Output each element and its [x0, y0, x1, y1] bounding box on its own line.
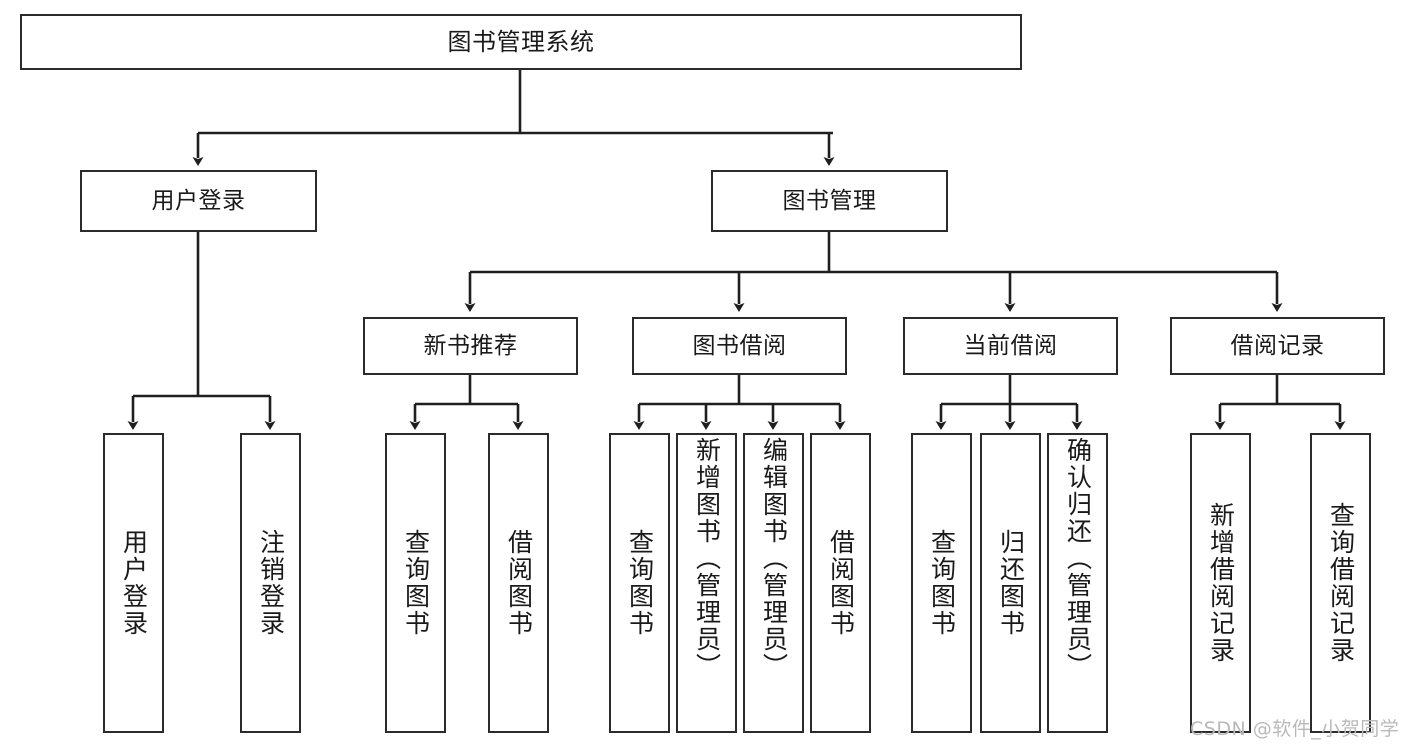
node-leaf-add-book-label: 新增图书（管理员） — [692, 437, 722, 680]
node-leaf-user-logout[interactable]: 注销登录 — [240, 433, 301, 733]
node-leaf-query-book-3[interactable]: 查询图书 — [911, 433, 972, 733]
node-leaf-query-book-1-label: 查询图书 — [401, 529, 431, 637]
node-new-book-recommend[interactable]: 新书推荐 — [363, 317, 578, 375]
node-leaf-return-book-label: 归还图书 — [996, 529, 1026, 637]
node-leaf-query-record-label: 查询借阅记录 — [1326, 502, 1356, 664]
node-leaf-add-record[interactable]: 新增借阅记录 — [1190, 433, 1251, 733]
node-leaf-edit-book[interactable]: 编辑图书（管理员） — [743, 433, 804, 733]
node-leaf-borrow-book-1-label: 借阅图书 — [504, 529, 534, 637]
node-leaf-borrow-book-2[interactable]: 借阅图书 — [810, 433, 871, 733]
node-leaf-add-book[interactable]: 新增图书（管理员） — [676, 433, 737, 733]
node-leaf-query-record[interactable]: 查询借阅记录 — [1310, 433, 1371, 733]
node-leaf-query-book-2[interactable]: 查询图书 — [609, 433, 670, 733]
node-root-label: 图书管理系统 — [447, 28, 595, 56]
node-leaf-add-record-label: 新增借阅记录 — [1206, 502, 1236, 664]
node-user-login-label: 用户登录 — [151, 187, 246, 214]
node-leaf-edit-book-label: 编辑图书（管理员） — [759, 437, 789, 680]
node-leaf-query-book-3-label: 查询图书 — [927, 529, 957, 637]
node-borrow-record-label: 借阅记录 — [1230, 332, 1325, 359]
node-leaf-user-logout-label: 注销登录 — [256, 529, 286, 637]
node-borrow-record[interactable]: 借阅记录 — [1170, 317, 1385, 375]
node-leaf-borrow-book-2-label: 借阅图书 — [826, 529, 856, 637]
node-leaf-confirm-return-label: 确认归还（管理员） — [1063, 437, 1093, 680]
node-leaf-confirm-return[interactable]: 确认归还（管理员） — [1047, 433, 1108, 733]
node-leaf-query-book-1[interactable]: 查询图书 — [385, 433, 446, 733]
node-user-login[interactable]: 用户登录 — [80, 170, 317, 232]
node-current-borrow-label: 当前借阅 — [963, 332, 1058, 359]
node-book-management[interactable]: 图书管理 — [711, 170, 948, 232]
node-root[interactable]: 图书管理系统 — [20, 14, 1022, 70]
node-book-borrow[interactable]: 图书借阅 — [632, 317, 847, 375]
csdn-watermark: CSDN @软件_小贺同学 — [1190, 718, 1400, 740]
node-book-borrow-label: 图书借阅 — [692, 332, 787, 359]
node-book-management-label: 图书管理 — [782, 187, 877, 214]
node-current-borrow[interactable]: 当前借阅 — [903, 317, 1118, 375]
node-leaf-query-book-2-label: 查询图书 — [625, 529, 655, 637]
node-leaf-return-book[interactable]: 归还图书 — [980, 433, 1041, 733]
node-leaf-borrow-book-1[interactable]: 借阅图书 — [488, 433, 549, 733]
node-leaf-user-login-label: 用户登录 — [119, 529, 149, 637]
node-new-book-recommend-label: 新书推荐 — [423, 332, 518, 359]
node-leaf-user-login[interactable]: 用户登录 — [103, 433, 164, 733]
